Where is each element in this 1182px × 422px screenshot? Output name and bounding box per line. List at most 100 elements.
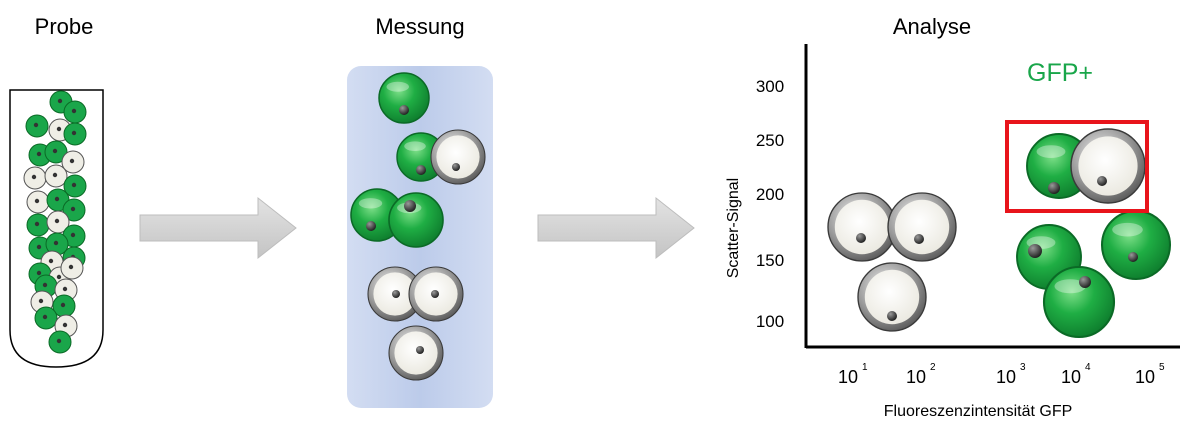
gfp-negative-cell	[26, 190, 50, 214]
cell-nucleus	[42, 282, 48, 288]
gfp-positive-cell	[26, 213, 50, 237]
gfp-positive-cell	[25, 114, 49, 138]
gfp-negative-cell	[857, 262, 927, 332]
x-tick-exp: 1	[862, 362, 868, 373]
measurement-title: Messung	[375, 14, 464, 39]
gfp-positive-cell	[48, 330, 72, 354]
y-tick-label: 300	[756, 77, 784, 96]
gfp-negative-cell	[388, 325, 444, 381]
cell-nucleus	[62, 322, 68, 328]
y-axis-label: Scatter-Signal	[725, 178, 742, 279]
cell-nucleus	[416, 346, 424, 354]
cell-nucleus	[399, 105, 409, 115]
arrow-right-icon	[139, 196, 297, 260]
cell-nucleus	[53, 240, 59, 246]
cell-nucleus	[914, 234, 924, 244]
cell-nucleus	[71, 130, 77, 136]
x-tick-base: 10	[1061, 367, 1081, 387]
cell-nucleus	[856, 233, 866, 243]
y-tick-label: 150	[756, 251, 784, 270]
cell-nucleus	[34, 221, 40, 227]
cell-nucleus	[1097, 176, 1107, 186]
cell-nucleus	[71, 108, 77, 114]
gfp-negative-cell	[61, 150, 85, 174]
y-tick-label: 200	[756, 185, 784, 204]
y-tick-label: 100	[756, 312, 784, 331]
cell-nucleus	[57, 98, 63, 104]
cell-nucleus	[1048, 182, 1060, 194]
cell-nucleus	[54, 196, 60, 202]
cell-nucleus	[34, 198, 40, 204]
cell-nucleus	[52, 172, 58, 178]
gfp-negative-cell	[23, 166, 47, 190]
gfp-positive-cell	[34, 306, 58, 330]
arrow-right-icon	[537, 196, 695, 260]
x-tick-base: 10	[996, 367, 1016, 387]
x-tick-exp: 5	[1159, 362, 1165, 373]
x-tick-label: 10 2	[906, 362, 936, 387]
y-tick-label: 250	[756, 131, 784, 150]
gfp-negative-cell	[1070, 128, 1146, 204]
gfp-negative-cell	[827, 192, 897, 262]
channel-cells	[350, 72, 486, 381]
tube-cells	[23, 90, 87, 354]
cell-nucleus	[31, 174, 37, 180]
plot-cells	[827, 128, 1172, 339]
gfp-negative-cell	[430, 129, 486, 185]
gfp-negative-cell	[44, 164, 68, 188]
cell-nucleus	[452, 163, 460, 171]
x-tick-label: 10 3	[996, 362, 1026, 387]
cell-nucleus	[69, 158, 75, 164]
x-tick-base: 10	[838, 367, 858, 387]
gfp-negative-cell	[408, 266, 464, 322]
cell-nucleus	[62, 286, 68, 292]
gfp-positive-cell	[62, 198, 86, 222]
x-tick-label: 10 1	[838, 362, 868, 387]
cell-nucleus	[42, 314, 48, 320]
gfp-positive-cell	[1100, 209, 1172, 281]
cell-nucleus	[68, 264, 74, 270]
cell-nucleus	[1028, 244, 1042, 258]
gfp-negative-cell	[887, 192, 957, 262]
cell-nucleus	[56, 338, 62, 344]
cell-nucleus	[52, 148, 58, 154]
gfp-gate	[1005, 120, 1149, 213]
x-tick-label: 10 4	[1061, 362, 1091, 387]
x-tick-exp: 3	[1020, 362, 1026, 373]
gfp-positive-label: GFP+	[1027, 59, 1093, 87]
gfp-negative-cell	[46, 210, 70, 234]
gfp-positive-cell	[378, 72, 430, 124]
sample-title: Probe	[35, 14, 94, 39]
analysis-title: Analyse	[893, 14, 971, 39]
x-tick-base: 10	[906, 367, 926, 387]
gfp-positive-cell	[1042, 265, 1116, 339]
cell-nucleus	[887, 311, 897, 321]
gfp-negative-cell	[60, 256, 84, 280]
cell-nucleus	[56, 274, 62, 280]
gfp-positive-cell	[63, 174, 87, 198]
cell-nucleus	[48, 258, 54, 264]
cell-nucleus	[404, 200, 416, 212]
cell-nucleus	[431, 290, 439, 298]
cell-nucleus	[1079, 276, 1091, 288]
gfp-positive-cell	[63, 122, 87, 146]
cell-nucleus	[1128, 252, 1138, 262]
cell-nucleus	[71, 182, 77, 188]
x-tick-label: 10 5	[1135, 362, 1165, 387]
cell-nucleus	[36, 151, 42, 157]
cell-nucleus	[416, 165, 426, 175]
gfp-positive-cell	[63, 100, 87, 124]
x-tick-base: 10	[1135, 367, 1155, 387]
cell-nucleus	[36, 270, 42, 276]
cell-nucleus	[70, 232, 76, 238]
cell-nucleus	[60, 302, 66, 308]
cell-nucleus	[54, 218, 60, 224]
gfp-positive-cell	[44, 140, 68, 164]
gfp-positive-cell	[45, 232, 69, 256]
cell-nucleus	[56, 126, 62, 132]
cell-nucleus	[392, 290, 400, 298]
gfp-positive-cell	[388, 192, 444, 248]
cell-nucleus	[36, 244, 42, 250]
x-tick-exp: 4	[1085, 362, 1091, 373]
